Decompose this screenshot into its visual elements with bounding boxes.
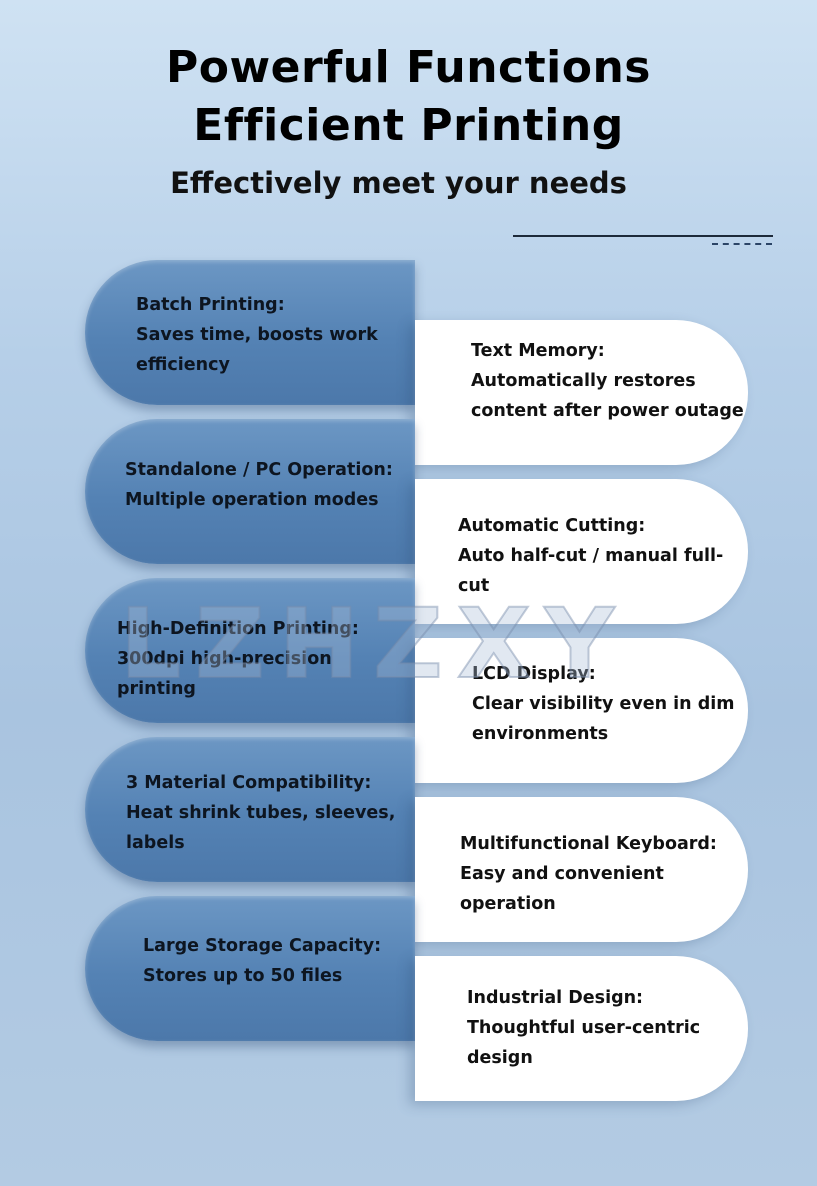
feature-desc: Saves time, boosts work [136, 325, 378, 345]
feature-card-hd-printing: High-Definition Printing: 300dpi high-pr… [85, 578, 415, 723]
feature-heading: Large Storage Capacity: [143, 936, 382, 956]
brand-watermark: LZHZXY [119, 587, 629, 701]
feature-desc: Easy and convenient operation [460, 864, 664, 914]
decorative-rule [513, 235, 773, 237]
feature-desc: efficiency [136, 355, 230, 375]
feature-desc: Thoughtful user-centric design [467, 1018, 701, 1068]
feature-heading: Industrial Design: [467, 988, 644, 1008]
feature-heading: LCD Display: [472, 664, 596, 684]
feature-heading: Standalone / PC Operation: [125, 460, 393, 480]
title-line-1: Powerful Functions [166, 42, 651, 93]
subtitle: Effectively meet your needs [170, 166, 627, 200]
feature-desc: environments [472, 724, 609, 744]
feature-card-standalone-pc: Standalone / PC Operation: Multiple oper… [85, 419, 415, 564]
feature-desc: 300dpi high-precision printing [117, 649, 332, 699]
feature-card-industrial-design: Industrial Design: Thoughtful user-centr… [415, 956, 748, 1101]
feature-card-storage: Large Storage Capacity: Stores up to 50 … [85, 896, 415, 1041]
feature-heading: 3 Material Compatibility: [126, 773, 372, 793]
feature-desc: content after power outage [471, 401, 744, 421]
feature-desc: Stores up to 50 files [143, 966, 343, 986]
feature-heading: Automatic Cutting: [458, 516, 646, 536]
feature-desc: labels [126, 833, 185, 853]
feature-heading: Text Memory: [471, 341, 605, 361]
feature-heading: Multifunctional Keyboard: [460, 834, 717, 854]
feature-heading: Batch Printing: [136, 295, 285, 315]
decorative-dashed-rule [712, 243, 772, 245]
feature-desc: Multiple operation modes [125, 490, 379, 510]
feature-card-automatic-cutting: Automatic Cutting: Auto half-cut / manua… [415, 479, 748, 624]
feature-card-material-compatibility: 3 Material Compatibility: Heat shrink tu… [85, 737, 415, 882]
feature-heading: High-Definition Printing: [117, 619, 359, 639]
feature-desc: Automatically restores [471, 371, 696, 391]
feature-desc: Auto half-cut / manual full-cut [458, 546, 724, 596]
feature-card-batch-printing: Batch Printing: Saves time, boosts work … [85, 260, 415, 405]
feature-card-keyboard: Multifunctional Keyboard: Easy and conve… [415, 797, 748, 942]
feature-card-text-memory: Text Memory: Automatically restores cont… [415, 320, 748, 465]
title-line-2: Efficient Printing [193, 100, 624, 151]
feature-card-lcd-display: LCD Display: Clear visibility even in di… [415, 638, 748, 783]
feature-desc: Clear visibility even in dim [472, 694, 735, 714]
feature-desc: Heat shrink tubes, sleeves, [126, 803, 396, 823]
